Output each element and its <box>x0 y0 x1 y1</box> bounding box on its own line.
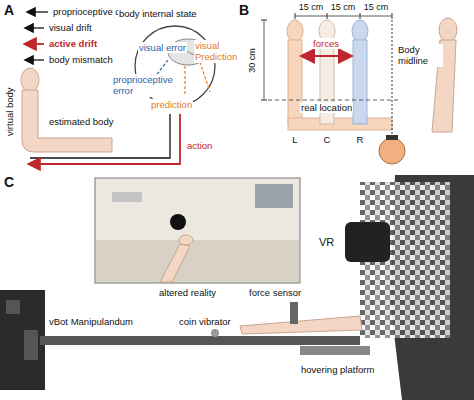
device-label: VR <box>318 236 335 249</box>
arm-on-platform-part <box>300 346 370 355</box>
vr-screenshot-part <box>95 178 300 283</box>
dimension-label: 15 cm <box>363 2 390 13</box>
vbot-manipulandum-part <box>6 300 20 314</box>
virtual-arm-positions-part <box>287 20 303 42</box>
drift-arrows-part <box>28 11 48 12</box>
device-label: vBot Manipulandum <box>48 316 134 327</box>
dimension-lines-part <box>327 13 328 19</box>
error-label: visual error <box>138 42 187 53</box>
drift-arrows-part <box>26 27 44 28</box>
vr-screenshot-part <box>112 192 142 202</box>
participant-head-part <box>386 135 398 140</box>
vbot-manipulandum-part <box>40 336 360 345</box>
vr-screenshot-part <box>255 184 293 208</box>
vr-screenshot-part <box>179 235 193 245</box>
prediction-label: prediction <box>150 99 193 110</box>
real-arm-part <box>439 18 457 42</box>
action-line <box>30 114 180 164</box>
dimension-lines-part <box>360 13 361 19</box>
dimension-label: 15 cm <box>298 2 325 13</box>
force-label: forces <box>312 38 340 49</box>
virtual-arm-part <box>21 68 39 92</box>
prediction-error-lines-part <box>184 66 185 96</box>
drift-arrows <box>26 12 48 60</box>
drift-label: body mismatch <box>48 54 114 65</box>
error-label: proprioceptive error <box>112 74 182 97</box>
action-line-part <box>30 114 180 164</box>
position-label: R <box>356 134 365 145</box>
action-label: action <box>186 140 213 151</box>
panel-letter: B <box>238 2 250 19</box>
dimension-lines-part <box>295 16 392 17</box>
dimension-lines-part <box>261 20 267 21</box>
virtual-arm-positions-part <box>288 118 392 130</box>
drift-label: visual drift <box>48 22 93 33</box>
vr-screenshot <box>95 178 300 283</box>
virtual-arm-positions <box>287 20 392 130</box>
force-arrow <box>303 56 350 57</box>
reference-lines-part <box>268 100 400 101</box>
virtual-arm <box>21 68 112 152</box>
participant-head <box>379 135 405 164</box>
drift-arrows-part <box>26 43 44 45</box>
dimension-label: 15 cm <box>330 2 357 13</box>
dimension-lines-part <box>264 20 265 100</box>
participant-pixelated <box>345 182 450 338</box>
participant-head-part <box>379 138 405 164</box>
reference-lines <box>268 20 400 136</box>
participant-pixelated-part <box>345 222 390 262</box>
device-label: altered reality <box>158 287 217 298</box>
position-label: C <box>323 134 332 145</box>
estimated-body-line <box>30 114 170 158</box>
panel-letter: A <box>3 2 15 19</box>
position-label: L <box>291 134 298 145</box>
prediction-label: visual Prediction <box>194 40 242 63</box>
estimated-body-line-part <box>30 114 170 158</box>
device-label: coin vibrator <box>178 316 232 327</box>
panel-letter: C <box>3 174 15 191</box>
body-label: estimated body <box>48 116 114 127</box>
dimension-lines-part <box>392 13 393 19</box>
arm-on-platform-part <box>290 302 298 324</box>
device-label: hovering platform <box>300 364 375 375</box>
reference-lines-part <box>392 20 393 136</box>
arm-on-platform-part <box>211 329 219 337</box>
state-label: body internal state <box>118 8 198 19</box>
real-arm <box>432 18 457 132</box>
prediction-error-lines-part <box>200 62 210 92</box>
dimension-lines-part <box>261 100 267 101</box>
dimension-label: 30 cm <box>247 47 258 74</box>
drift-label: active drift <box>48 38 98 49</box>
drift-arrows-part <box>26 59 44 60</box>
dimension-lines-part <box>295 13 296 19</box>
arm-on-platform <box>211 302 370 355</box>
vr-screenshot-part <box>96 240 299 282</box>
vr-screenshot-part <box>160 244 190 282</box>
vr-screenshot-part <box>170 214 186 230</box>
device-label: force sensor <box>248 287 302 298</box>
virtual-arm-positions-part <box>352 20 368 42</box>
location-label: real location <box>300 102 353 113</box>
body-label: virtual body <box>3 87 14 138</box>
virtual-arm-positions-part <box>353 40 367 124</box>
arm-on-platform-part <box>240 316 362 334</box>
vbot-manipulandum-part <box>24 330 38 360</box>
midline-label: Body midline <box>397 44 443 67</box>
vbot-manipulandum-part <box>0 290 45 390</box>
force-arrow-part <box>303 55 350 57</box>
